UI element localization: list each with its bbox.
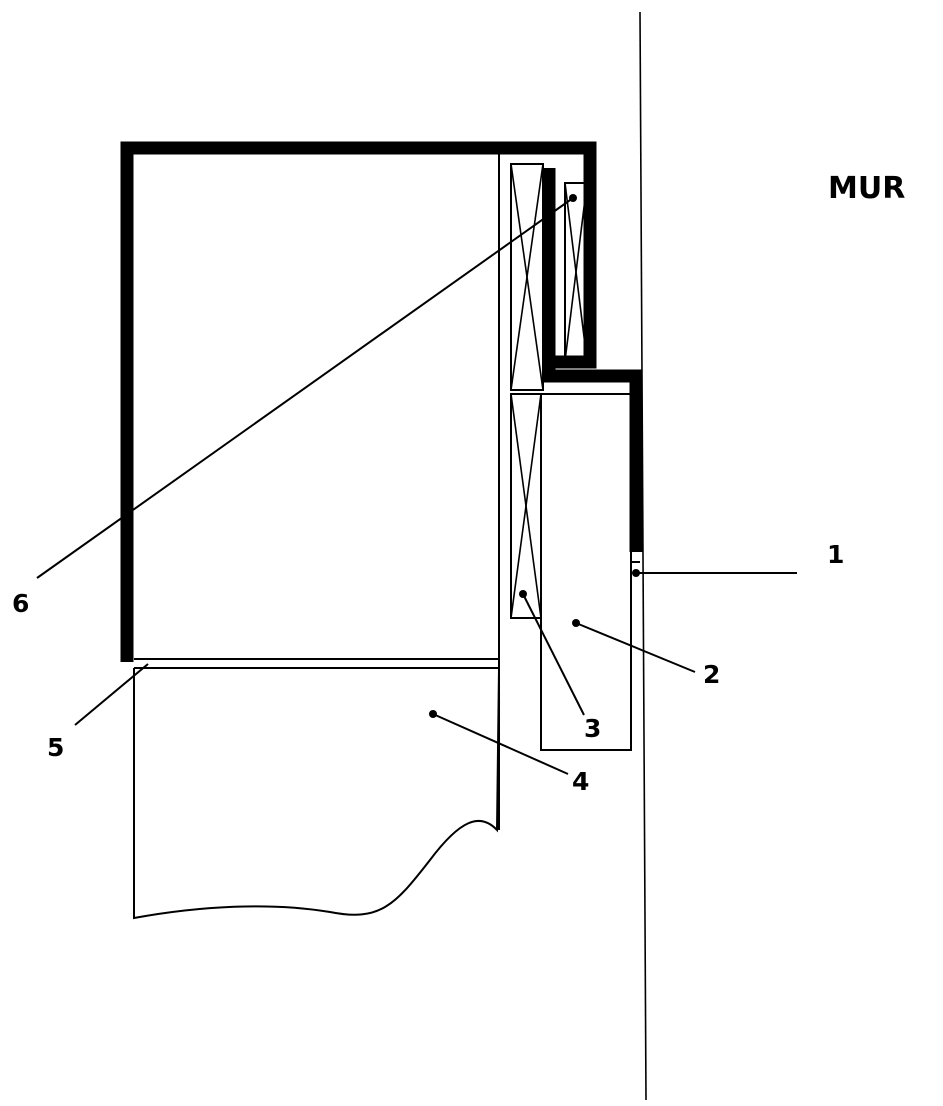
callout-label-6: 6 [12, 589, 29, 618]
leader-line-2 [575, 622, 696, 673]
callout-label-4: 4 [572, 767, 589, 796]
leader-line-6 [36, 197, 574, 579]
callout-label-5: 5 [47, 733, 64, 762]
wall-label: MUR [828, 171, 905, 206]
wall-line [639, 11, 647, 1101]
leader-line-4 [432, 713, 569, 775]
upper-wood-block-left [510, 163, 544, 391]
cabinet-step-outline [542, 362, 643, 552]
upper-wood-block-right [564, 182, 588, 362]
hatch-line [510, 163, 544, 391]
callout-label-3: 3 [584, 714, 601, 743]
callout-label-1: 1 [827, 540, 844, 569]
leader-line-3 [522, 593, 585, 716]
callout-label-2: 2 [703, 660, 720, 689]
lower-panel [133, 667, 500, 920]
leader-line-5 [74, 663, 149, 726]
wall-block [540, 393, 632, 751]
hatch-line [510, 393, 542, 619]
cabinet-outline [120, 141, 597, 662]
hatch-line [564, 182, 588, 362]
